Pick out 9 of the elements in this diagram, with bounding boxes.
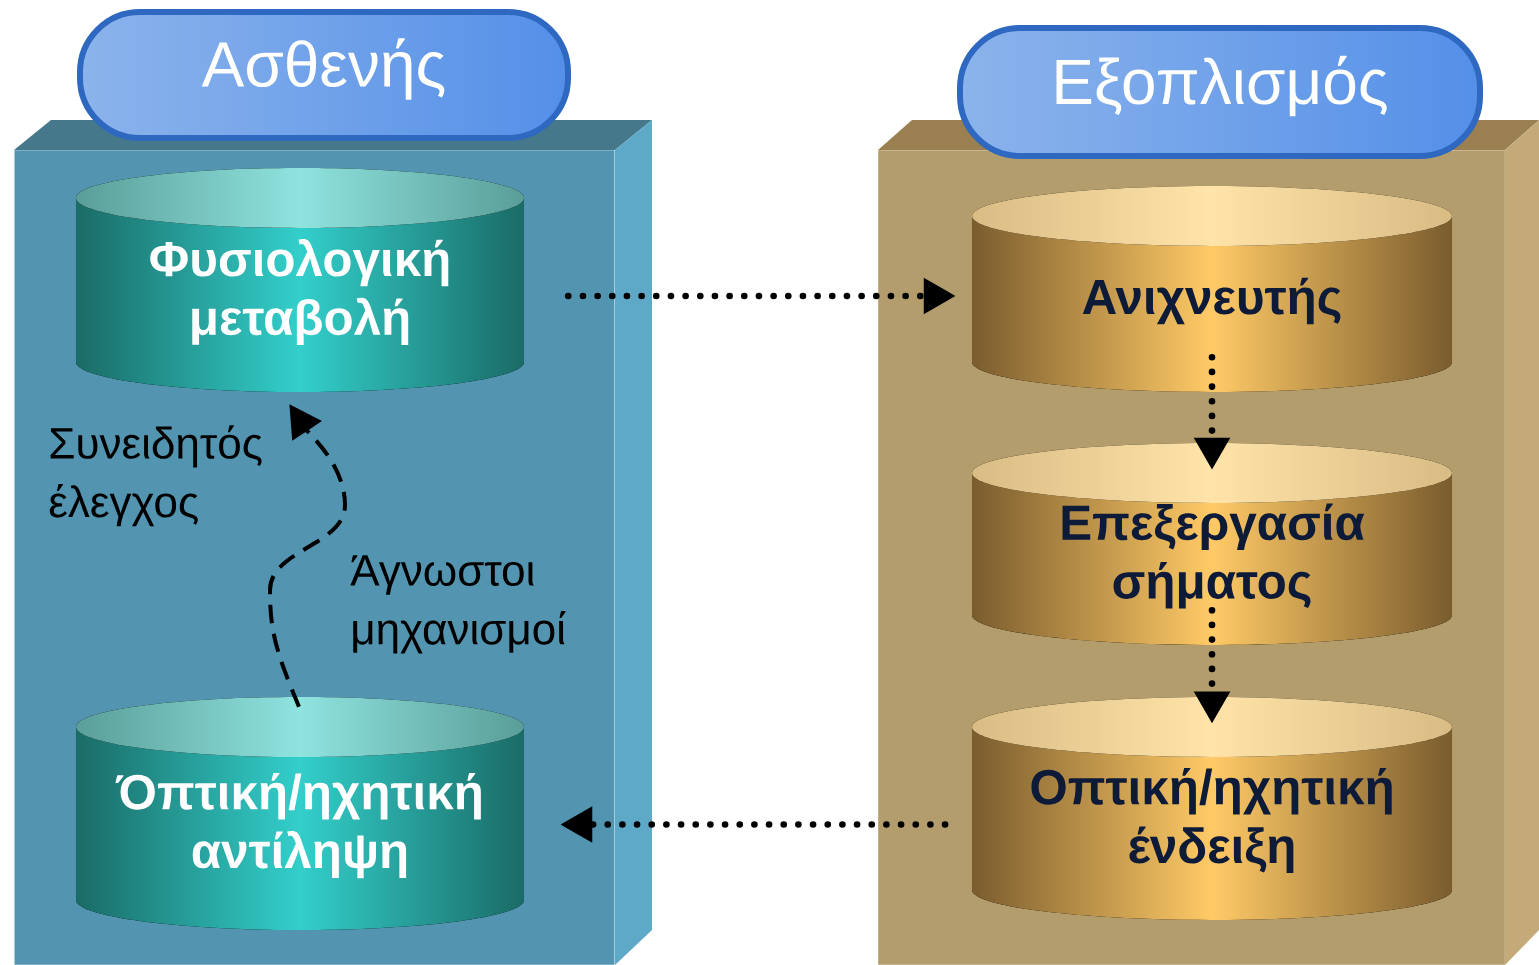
text-label: Συνειδητός έλεγχος [49, 425, 262, 527]
cylinder: Όπτική/ηχητική αντίληψη [76, 697, 524, 930]
cylinder: Ανιχνευτής [972, 186, 1452, 392]
text-label: Άγνωστοι μηχανισμοί [350, 555, 566, 654]
cylinder: Οπτική/ηχητική ένδειξη [972, 697, 1452, 920]
heading-pill: Εξοπλισμός [957, 25, 1483, 159]
cylinder: Επεξεργασία σήματος [972, 443, 1452, 645]
cylinder: Φυσιολογική μεταβολή [76, 168, 524, 392]
heading-pill: Ασθενής [77, 9, 571, 141]
